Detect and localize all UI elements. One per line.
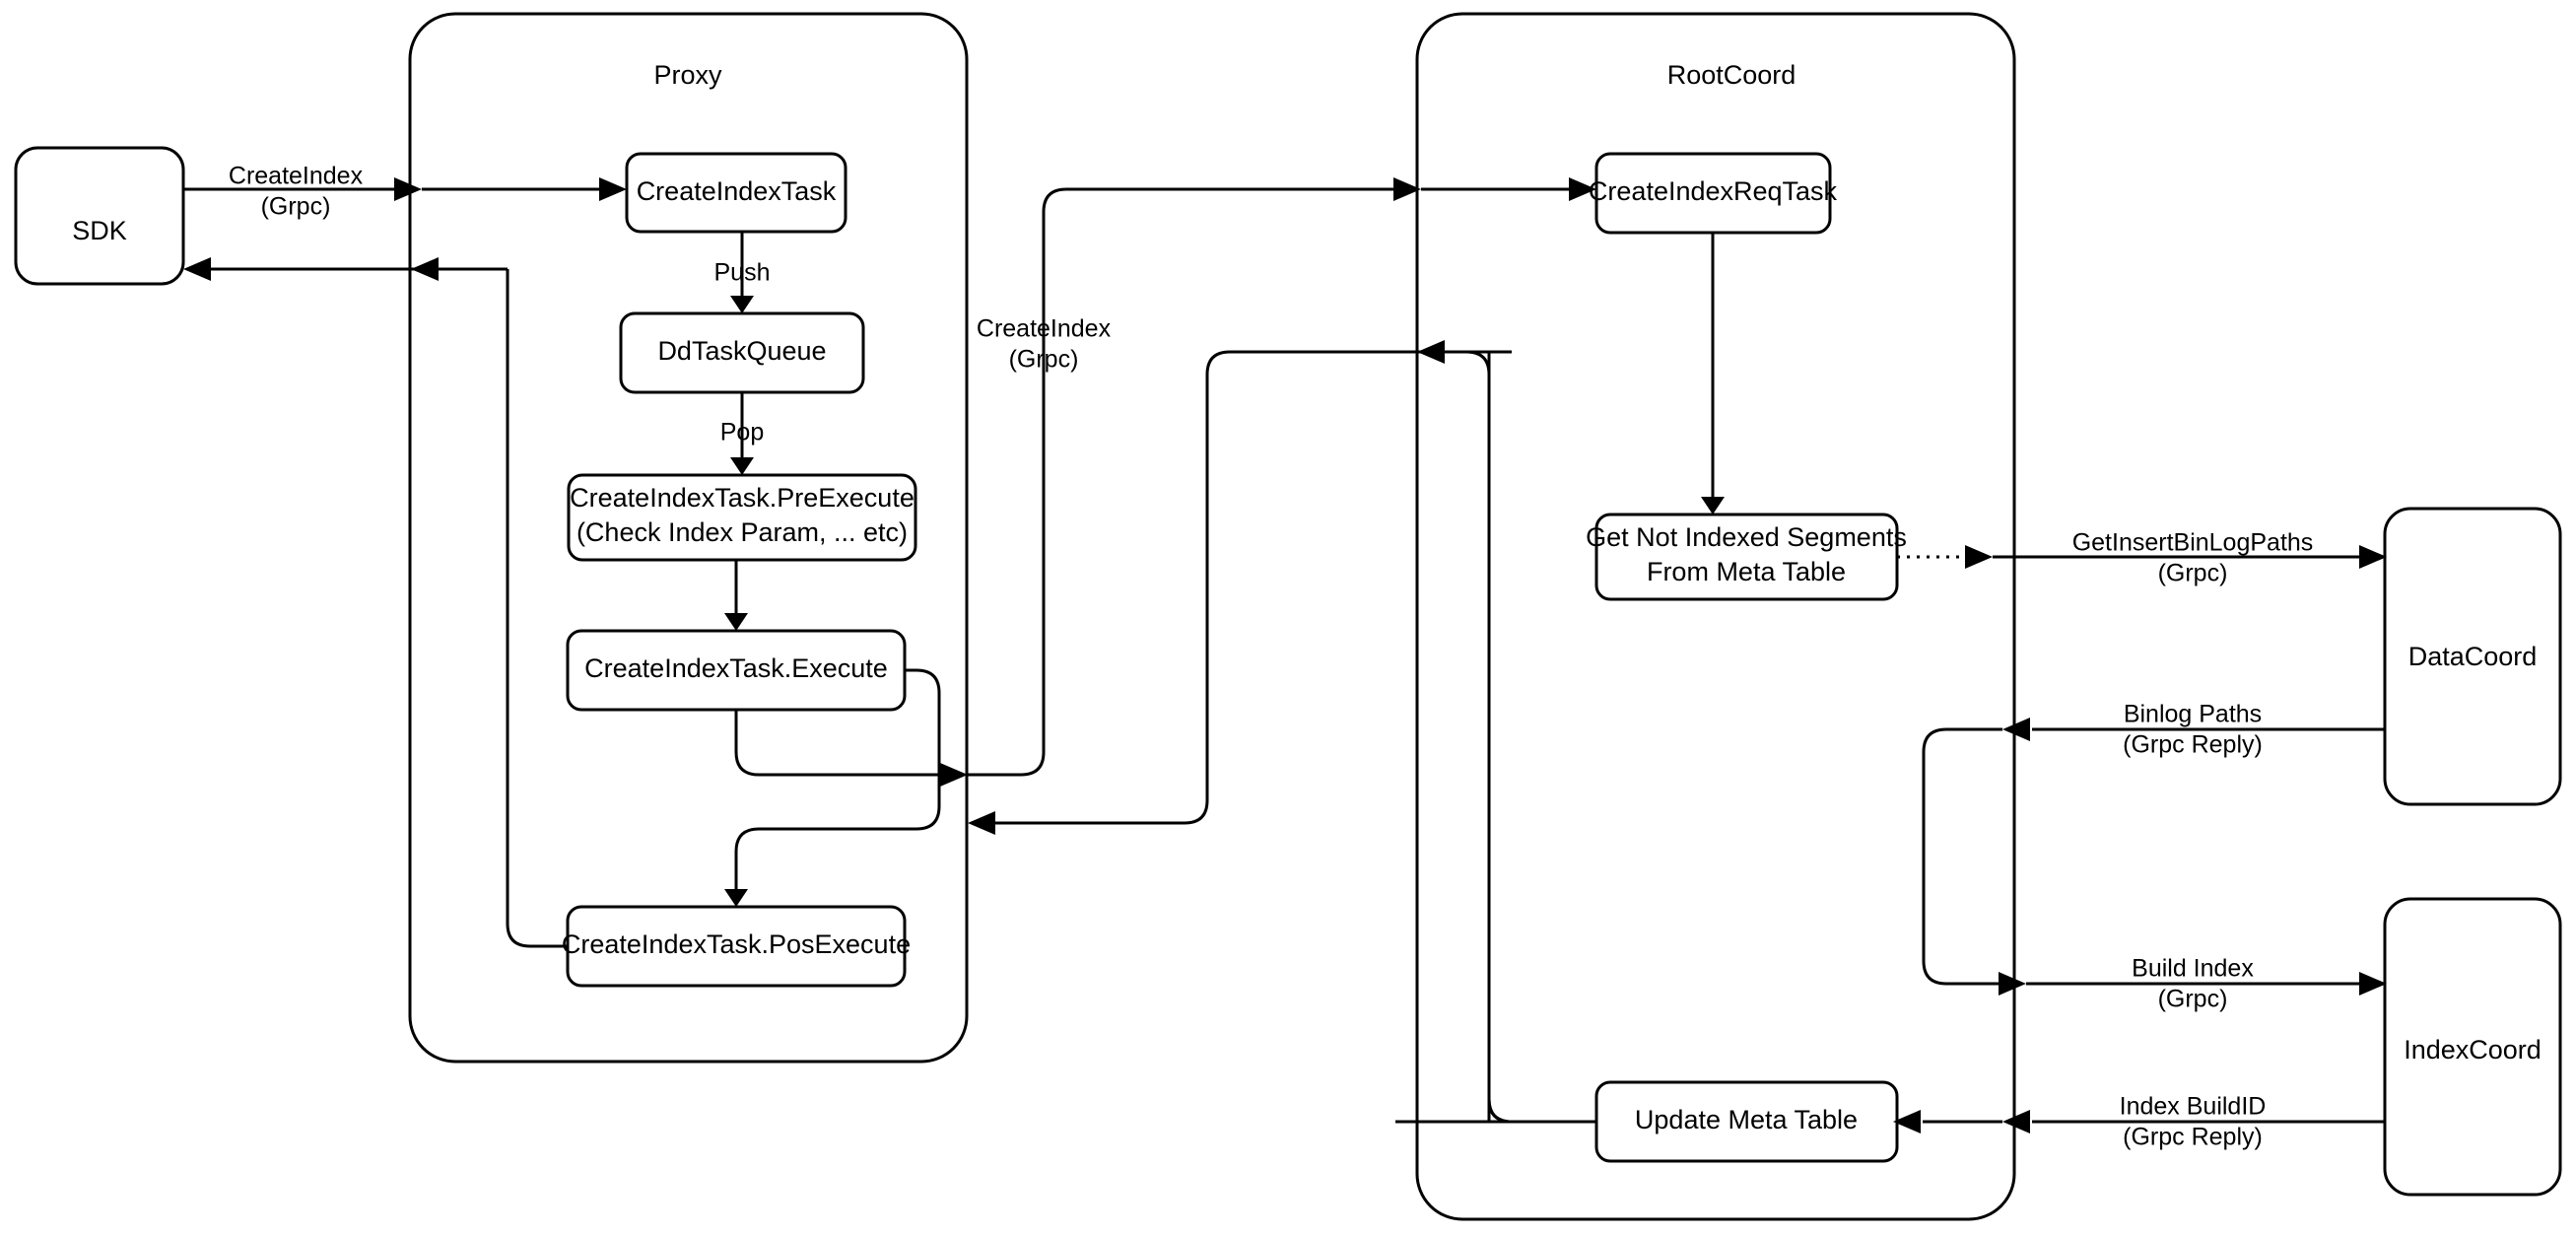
node-create-index-task[interactable] [625,152,847,234]
node-indexcoord[interactable] [2383,897,2562,1197]
node-datacoord[interactable] [2383,507,2562,806]
edge-execute-to-pos-execute [734,668,941,889]
edge-label-index-buildid-line1: Index BuildID [2120,1093,2267,1121]
arrowhead-buildid-cross-rootcoord [2002,1110,2030,1133]
arrowhead-pre-execute-to-execute [724,613,748,631]
node-pos-execute-label: CreateIndexTask.PosExecute [562,929,911,959]
edge-execute-to-rootcoord [734,710,942,777]
edge-label-build-index-line2: (Grpc) [2158,986,2228,1013]
arrowhead-to-update-meta-table [1893,1110,1921,1133]
node-sdk-label: SDK [72,216,127,245]
node-dd-task-queue-label: DdTaskQueue [657,336,826,366]
edge-label-sdk-to-proxy-line2: (Grpc) [261,193,331,221]
arrowhead-return-to-sdk [183,257,211,281]
arrowhead-to-pos-execute [724,889,748,907]
arrowhead-to-create-index-task [599,177,627,201]
node-get-not-indexed-segments-label-line2: From Meta Table [1647,557,1846,586]
edge-label-binlog-paths-line1: Binlog Paths [2124,701,2262,728]
arrowhead-sdk-to-boundary [394,177,422,201]
arrowhead-pop [730,457,754,475]
node-indexcoord-label: IndexCoord [2404,1035,2542,1064]
container-rootcoord [1415,12,2016,1221]
edge-label-get-insert-binlog-paths-line2: (Grpc) [2158,560,2228,587]
arrowhead-reply-into-proxy [968,811,995,835]
node-datacoord-label: DataCoord [2408,642,2538,671]
arrowhead-execute-crossing [940,763,968,787]
edge-label-proxy-to-rootcoord-line1: CreateIndex [977,315,1112,343]
edge-reply-to-proxy [993,350,1417,825]
arrowhead-to-datacoord [2359,545,2387,569]
edge-label-index-buildid-line2: (Grpc Reply) [2123,1124,2263,1151]
arrowhead-to-req-task [1569,177,1596,201]
edge-binlog-to-build-index [1922,727,2002,986]
node-update-meta-table-label: Update Meta Table [1635,1105,1858,1134]
node-create-index-task-label: CreateIndexTask [637,176,837,206]
edge-label-push: Push [714,259,771,287]
edge-label-get-insert-binlog-paths-line1: GetInsertBinLogPaths [2072,529,2314,557]
arrowhead-to-get-segments [1701,497,1725,515]
node-create-index-req-task-label: CreateIndexReqTask [1589,176,1838,206]
node-pre-execute-label-line1: CreateIndexTask.PreExecute [570,483,915,513]
arrowhead-rootcoord-boundary [1393,177,1421,201]
container-proxy-label: Proxy [653,60,722,90]
edge-pos-execute-to-sdk [506,269,568,948]
edge-label-build-index-line1: Build Index [2132,955,2254,983]
container-rootcoord-label: RootCoord [1667,60,1796,90]
arrowhead-dotted-crossing [1965,545,1993,569]
arrowhead-to-indexcoord [2359,972,2387,996]
edge-label-proxy-to-rootcoord-line2: (Grpc) [1009,346,1079,374]
node-sdk[interactable] [14,146,185,286]
node-pre-execute-label-line2: (Check Index Param, ... etc) [576,517,908,547]
edge-label-sdk-to-proxy-line1: CreateIndex [229,163,364,190]
node-execute-label: CreateIndexTask.Execute [584,653,888,683]
edge-createindex-to-rootcoord [968,187,1395,777]
arrowhead-build-index-cross [1999,972,2026,996]
arrowhead-push [730,296,754,313]
node-get-not-indexed-segments-label-line1: Get Not Indexed Segments [1586,522,1907,552]
arrowhead-binlog-cross-rootcoord [2002,718,2030,741]
arrowhead-return-cross-boundary [411,257,439,281]
edge-label-binlog-paths-line2: (Grpc Reply) [2123,731,2263,759]
edge-label-pop: Pop [720,419,764,446]
